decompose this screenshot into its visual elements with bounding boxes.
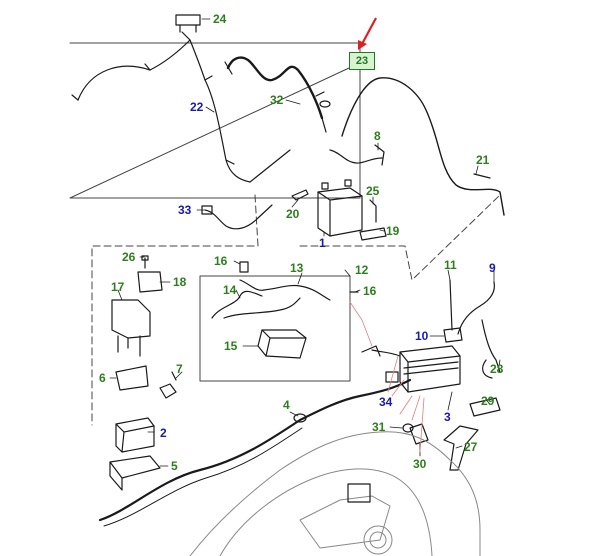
callout-14[interactable]: 14 xyxy=(223,283,237,297)
callout-7[interactable]: 7 xyxy=(176,362,183,376)
callout-17[interactable]: 17 xyxy=(111,280,125,294)
callout-26[interactable]: 26 xyxy=(122,250,136,264)
callout-18[interactable]: 18 xyxy=(173,275,187,289)
harness-32 xyxy=(226,56,324,120)
callout-11[interactable]: 11 xyxy=(444,258,457,272)
vehicle-outline-icon xyxy=(189,431,481,556)
callout-9[interactable]: 9 xyxy=(489,261,496,275)
callout-8[interactable]: 8 xyxy=(374,129,381,143)
cable-8 xyxy=(329,149,383,164)
callout-16-upper[interactable]: 16 xyxy=(214,254,228,268)
callout-16-right[interactable]: 16 xyxy=(363,284,377,298)
callout-23-highlighted[interactable]: 23 xyxy=(349,52,375,70)
harness-33 xyxy=(204,204,273,230)
auxiliary-battery-icon xyxy=(115,417,155,453)
callout-15[interactable]: 15 xyxy=(224,339,238,353)
callout-29[interactable]: 29 xyxy=(481,394,495,408)
callout-10[interactable]: 10 xyxy=(415,329,429,343)
harness-22 xyxy=(77,39,291,183)
callout-24[interactable]: 24 xyxy=(213,12,227,26)
connector-24 xyxy=(175,14,201,26)
harness-14 xyxy=(211,290,263,319)
callout-32[interactable]: 32 xyxy=(270,93,284,107)
callout-22[interactable]: 22 xyxy=(190,100,204,114)
callout-6[interactable]: 6 xyxy=(99,371,106,385)
red-arrow-icon xyxy=(358,17,377,50)
callout-33[interactable]: 33 xyxy=(178,203,192,217)
callout-20[interactable]: 20 xyxy=(286,207,300,221)
callout-19[interactable]: 19 xyxy=(386,224,400,238)
bracket-17 xyxy=(111,299,151,339)
callout-1[interactable]: 1 xyxy=(319,236,326,250)
cable-21 xyxy=(341,77,505,216)
callout-34[interactable]: 34 xyxy=(379,395,393,409)
callout-13[interactable]: 13 xyxy=(290,261,304,275)
callout-4[interactable]: 4 xyxy=(283,398,290,412)
callout-27[interactable]: 27 xyxy=(464,440,478,454)
upper-harness-frame xyxy=(69,42,361,199)
harness-13 xyxy=(239,279,331,301)
harness-kit-frame xyxy=(199,275,351,382)
callout-12[interactable]: 12 xyxy=(355,263,369,277)
module-15 xyxy=(257,329,307,359)
callout-3[interactable]: 3 xyxy=(444,410,451,424)
battery-system-frame xyxy=(91,194,501,426)
callout-30[interactable]: 30 xyxy=(413,457,427,471)
cable-4 xyxy=(98,378,412,522)
battery-3 xyxy=(399,345,461,393)
callout-28[interactable]: 28 xyxy=(490,362,504,376)
callout-2[interactable]: 2 xyxy=(160,426,167,440)
battery-icon xyxy=(317,179,363,237)
callout-21[interactable]: 21 xyxy=(476,153,490,167)
callout-31[interactable]: 31 xyxy=(372,420,386,434)
callout-25[interactable]: 25 xyxy=(366,184,380,198)
callout-5[interactable]: 5 xyxy=(171,459,178,473)
grommet-32 xyxy=(319,100,331,108)
